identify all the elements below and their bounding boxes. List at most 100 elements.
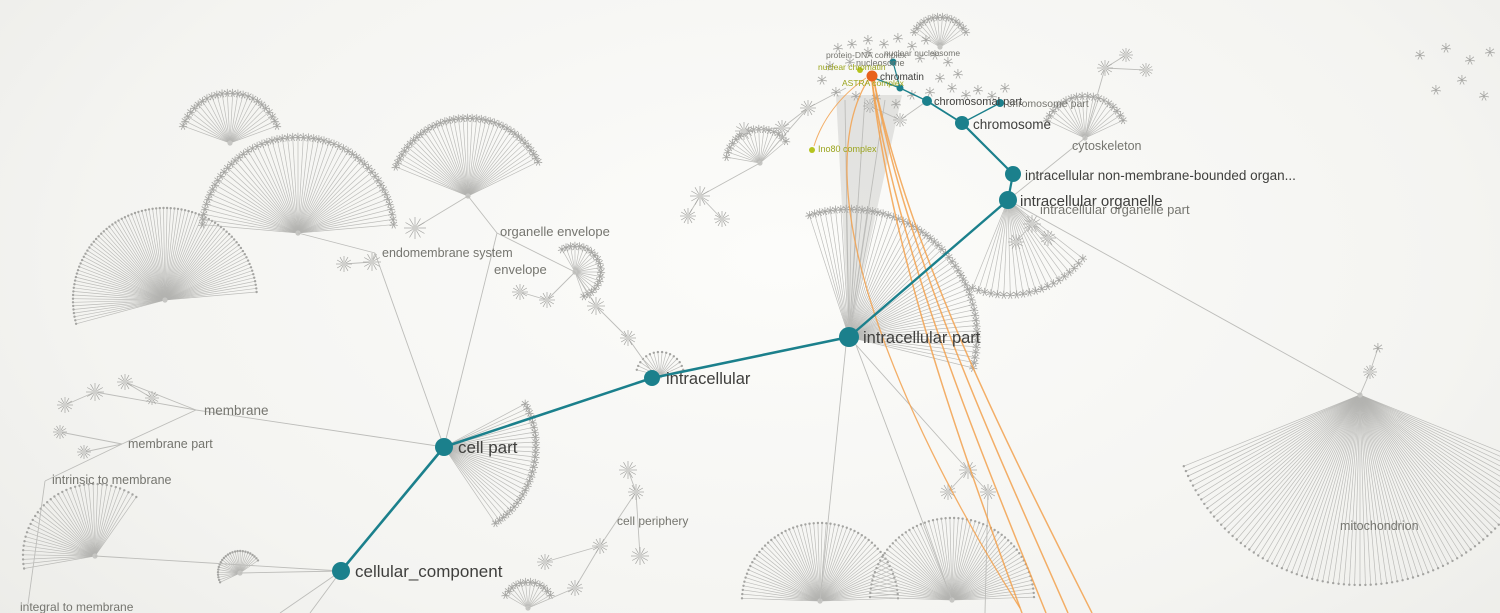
asterisk-node — [1070, 263, 1079, 273]
gray-edge — [819, 344, 847, 602]
rosette-cluster — [86, 383, 104, 401]
rosette-cluster — [680, 208, 696, 224]
gray-edge — [1007, 137, 1086, 201]
orange-association-edge — [846, 79, 1021, 609]
gray-edge — [83, 443, 123, 453]
graph-node-chromosomal_part[interactable] — [922, 96, 932, 106]
rosette-cluster — [53, 425, 67, 439]
asterisk-node — [1373, 342, 1383, 353]
asterisk-node — [272, 121, 282, 130]
asterisk-node — [969, 305, 979, 314]
gray-edge — [27, 480, 46, 605]
graph-label-astra-complex: ASTRA complex — [842, 78, 905, 88]
graph-node-highlight-0[interactable] — [857, 67, 863, 73]
asterisk-node — [935, 72, 945, 83]
graph-node-intracellular[interactable] — [644, 370, 660, 386]
asterisk-node — [309, 134, 318, 143]
asterisk-node — [515, 494, 525, 503]
graph-label-cellular_component[interactable]: cellular_component — [355, 562, 503, 581]
graph-label-cell_part[interactable]: cell part — [458, 438, 518, 457]
asterisk-node — [1006, 290, 1015, 299]
asterisk-node — [180, 116, 190, 125]
asterisk-node — [1042, 116, 1052, 125]
asterisk-node — [980, 287, 989, 297]
rosette-cluster — [512, 284, 528, 300]
asterisk-node — [968, 300, 977, 309]
asterisk-node — [915, 52, 925, 63]
gray-edge — [239, 570, 342, 574]
graph-node-cellular_component[interactable] — [332, 562, 350, 580]
graph-label-chromosome_part[interactable]: chromosome part — [1007, 98, 1089, 110]
asterisk-node — [235, 152, 244, 162]
asterisk-node — [1465, 54, 1475, 65]
asterisk-node — [971, 347, 981, 357]
asterisk-node — [198, 220, 207, 229]
asterisk-node — [248, 94, 258, 103]
go-term-fan-cluster — [868, 516, 1036, 603]
asterisk-node — [227, 159, 236, 168]
highlighted-path-edge — [961, 102, 1001, 124]
gray-edge — [496, 232, 576, 273]
gray-edge — [544, 545, 601, 563]
graph-node-cluster_b[interactable] — [889, 58, 897, 66]
graph-label-cell-periphery: cell periphery — [617, 514, 688, 528]
rosette-cluster — [800, 100, 816, 116]
graph-label-intracellular_non_membrane_bounded[interactable]: intracellular non-membrane-bounded organ… — [1025, 168, 1296, 183]
graph-node-highlight-1[interactable] — [809, 147, 815, 153]
asterisk-node — [494, 120, 504, 129]
rosette-cluster — [1139, 63, 1153, 77]
asterisk-node — [891, 98, 901, 109]
graph-node-chromosome[interactable] — [955, 116, 969, 130]
gray-edge — [759, 107, 809, 164]
highlighted-path-edge — [961, 122, 1014, 175]
rosette-cluster — [690, 186, 710, 206]
graph-label-envelope: envelope — [494, 262, 547, 277]
graph-label-intracellular[interactable]: intracellular — [666, 370, 751, 388]
asterisk-node — [961, 27, 971, 36]
asterisk-node — [521, 486, 530, 495]
asterisk-node — [1065, 268, 1074, 277]
asterisk-nodes — [817, 32, 1495, 353]
asterisk-node — [190, 103, 199, 113]
asterisk-node — [970, 358, 979, 367]
graph-node-intracellular_part[interactable] — [839, 327, 859, 347]
graph-node-chromosome_part[interactable] — [996, 99, 1004, 107]
asterisk-node — [833, 42, 843, 53]
graph-node-chromatin-query[interactable] — [866, 70, 878, 82]
asterisk-node — [925, 86, 935, 97]
graph-node-intracellular_non_membrane_bounded[interactable] — [1005, 166, 1021, 182]
graph-label-chromosome[interactable]: chromosome — [973, 117, 1051, 132]
graph-node-intracellular_organelle[interactable] — [999, 191, 1017, 209]
rosette-cluster — [1363, 365, 1377, 379]
gray-edge — [94, 555, 342, 572]
asterisk-node — [953, 68, 963, 79]
asterisk-node — [1118, 116, 1128, 125]
gray-edge — [1359, 371, 1371, 396]
asterisk-node — [329, 139, 339, 148]
graph-label-ino80-complex: Ino80 complex — [818, 144, 877, 154]
asterisk-node — [1104, 99, 1113, 108]
graph-node-cluster_a[interactable] — [896, 84, 904, 92]
graph-label-chromosomal_part[interactable]: chromosomal part — [934, 96, 1022, 108]
asterisk-node — [928, 13, 937, 22]
asterisk-node — [530, 457, 539, 466]
asterisk-node — [228, 88, 237, 98]
graph-label-mitochondrion: mitochondrion — [1340, 519, 1419, 533]
rosette-cluster — [893, 113, 907, 127]
asterisk-node — [1116, 111, 1125, 120]
gray-edge — [297, 232, 376, 254]
gray-edge — [121, 409, 197, 445]
asterisk-node — [208, 185, 217, 194]
gray-edge — [627, 337, 653, 373]
graph-node-cell_part[interactable] — [435, 438, 453, 456]
asterisk-node — [529, 462, 538, 471]
asterisk-node — [863, 34, 873, 45]
rosette-cluster — [1040, 230, 1056, 246]
graph-label-intracellular_organelle[interactable]: intracellular organelle — [1020, 193, 1163, 210]
graph-label-intracellular_part[interactable]: intracellular part — [863, 329, 981, 347]
asterisk-node — [348, 149, 357, 158]
asterisk-node — [845, 56, 855, 67]
gray-edge — [848, 99, 886, 338]
